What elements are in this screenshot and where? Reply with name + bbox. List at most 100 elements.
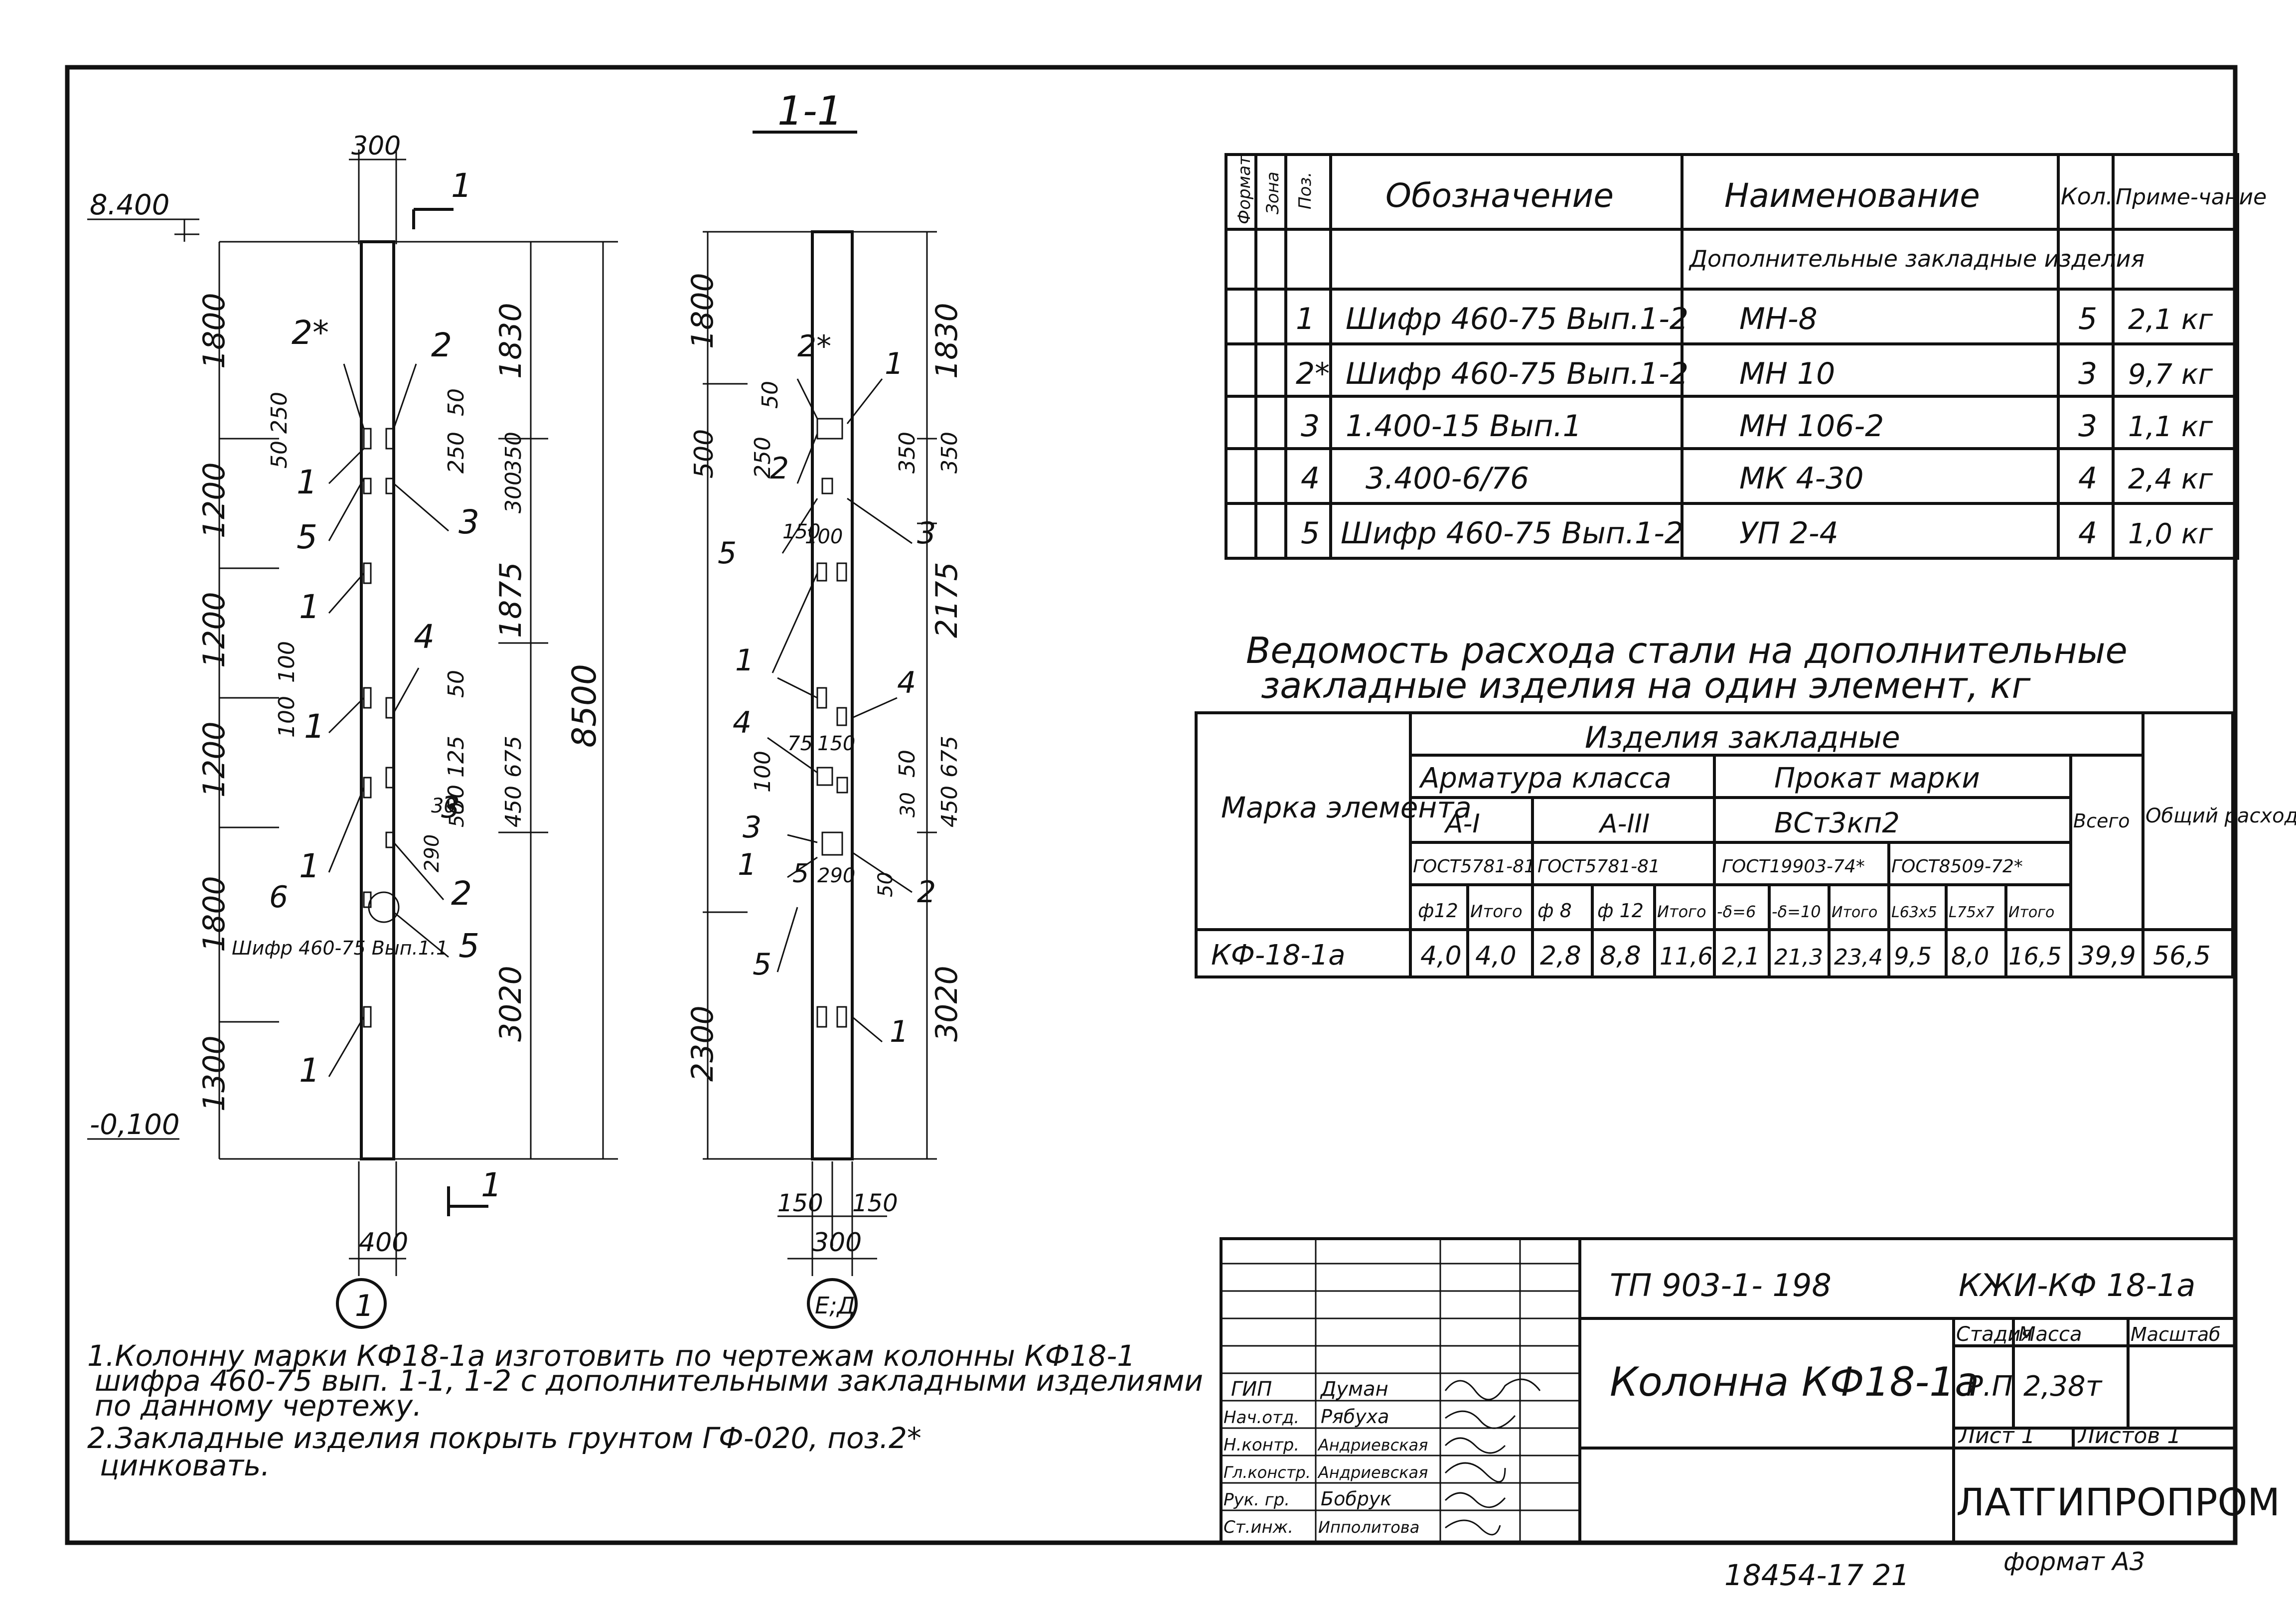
sec-callout: 3 (917, 516, 936, 551)
section-bottom-width: 300 (812, 1228, 862, 1258)
steel-common: Общий расход (2145, 805, 2296, 827)
tb-sheet: Лист 1 (1958, 1423, 2035, 1449)
bottom-dim: 150 (852, 1189, 898, 1217)
sec-small-dim: 30 (897, 792, 919, 817)
right-dim-3: 3020 (493, 966, 528, 1042)
steel-val: 23,4 (1834, 945, 1883, 970)
sec-callout: 5 (792, 859, 809, 889)
steel-gost4: ГОСТ8509-72* (1891, 856, 2023, 877)
callout: 1 (304, 707, 325, 746)
small-dim: 350 (501, 432, 526, 474)
spec-pos: 5 (1301, 516, 1320, 551)
callout: 2 (431, 326, 452, 364)
section-title: 1-1 (777, 88, 843, 134)
spec-pos: 4 (1301, 461, 1320, 496)
sec-right-dim: 350 (895, 432, 920, 474)
sec-left-dim: 1800 (685, 273, 720, 349)
small-dim: 50 (444, 388, 469, 416)
note-1-line-3: по данному чертежу. (95, 1389, 422, 1423)
footer-inv: 18454-17 21 (1724, 1558, 1909, 1592)
spec-note: 9,7 кг (2128, 358, 2213, 391)
sec-callout: 4 (733, 705, 752, 740)
sec-callout: 1 (885, 346, 904, 381)
steel-col-mark: Марка элемента (1221, 791, 1472, 824)
steel-sub: L75х7 (1949, 904, 1994, 921)
steel-val: 16,5 (2008, 943, 2062, 971)
spec-qty: 4 (2078, 516, 2097, 551)
left-dim-6: 1300 (197, 1035, 232, 1112)
callout: 3 (459, 503, 479, 541)
sec-small-dim: 290 (817, 864, 855, 887)
spec-note: 1,0 кг (2128, 518, 2213, 550)
small-dim: 100 (274, 696, 300, 738)
left-dim-1: 1800 (197, 293, 232, 369)
steel-total: Всего (2073, 810, 2130, 832)
steel-sub: Итого (1832, 904, 1877, 921)
left-dim-3: 1200 (197, 592, 232, 668)
steel-sub: -δ=10 (1772, 902, 1821, 921)
steel-val: 11,6 (1660, 943, 1713, 971)
spec-row: 5 Шифр 460-75 Вып.1-2 УП 2-4 4 1,0 кг (1301, 516, 2213, 551)
spec-name: МК 4-30 (1739, 461, 1864, 496)
sec-callout: 1 (890, 1014, 909, 1049)
sec-small-dim: 75 (787, 732, 813, 755)
small-dim: 50 (446, 802, 468, 827)
small-dim: 50 (444, 785, 469, 812)
bottom-dim: 150 (777, 1189, 823, 1217)
tb-role: Нач.отд. (1224, 1408, 1299, 1428)
spec-hdr-zone: Зона (1263, 171, 1283, 214)
steel-val: 9,5 (1894, 943, 1932, 971)
note-6: Шифр 460-75 Вып.1.1 (232, 937, 448, 959)
steel-vst: ВСт3кп2 (1774, 807, 1900, 839)
tb-name: Рябуха (1321, 1406, 1389, 1428)
callout: 5 (459, 927, 479, 965)
callout: 4 (414, 618, 435, 656)
spec-designation: Шифр 460-75 Вып.1-2 (1346, 356, 1688, 391)
sec-callout: 1 (735, 643, 754, 678)
small-dim: 125 (444, 736, 469, 778)
small-dim: 50 (267, 441, 292, 469)
spec-row: 3 1.400-15 Вып.1 МН 106-2 3 1,1 кг (1301, 409, 2213, 444)
steel-val: 21,3 (1774, 945, 1823, 970)
steel-sub: -δ=6 (1717, 902, 1756, 921)
spec-hdr-qty: Кол. (2061, 183, 2113, 210)
steel-arm-class: Арматура класса (1419, 762, 1672, 795)
small-dim: 50 (444, 670, 469, 698)
sec-callout: 2 (770, 451, 789, 486)
spec-hdr-name: Наименование (1724, 176, 1980, 215)
tb-role: ГИП (1231, 1378, 1272, 1401)
spec-pos: 1 (1296, 302, 1315, 336)
steel-table: Ведомость расхода стали на дополнительны… (1195, 630, 2296, 978)
sec-left-dim: 500 (689, 429, 719, 479)
spec-name: МН-8 (1739, 302, 1818, 336)
steel-sub: ф 12 (1597, 900, 1644, 922)
callout: 1 (299, 588, 320, 626)
tb-role: Рук. гр. (1224, 1490, 1290, 1510)
spec-name: МН 10 (1739, 356, 1835, 391)
total-height: 8500 (565, 664, 604, 748)
steel-a1: А-I (1444, 809, 1480, 839)
steel-title-1: Ведомость расхода стали на дополнительны… (1246, 630, 2128, 671)
steel-val: 8,0 (1951, 943, 1989, 971)
sec-callout: 5 (753, 947, 771, 982)
sec-right-dim: 450 (937, 786, 962, 827)
steel-sub: ф12 (1418, 900, 1458, 922)
spec-group-title: Дополнительные закладные изделия (1688, 245, 2144, 272)
tb-org: ЛАТГИПРОПРОМ (1956, 1480, 2280, 1524)
spec-designation: Шифр 460-75 Вып.1-2 (1341, 516, 1684, 551)
spec-pos: 2* (1296, 356, 1330, 391)
callout: 1 (297, 463, 317, 501)
steel-val: 4,0 (1420, 941, 1462, 971)
callout: 1 (299, 1051, 320, 1090)
steel-a3: А-III (1598, 809, 1650, 839)
spec-row: 4 3.400-6/76 МК 4-30 4 2,4 кг (1301, 461, 2213, 496)
steel-val: 8,8 (1600, 941, 1641, 971)
tb-role: Гл.констр. (1224, 1463, 1311, 1482)
small-dim: 450 (501, 786, 526, 827)
tb-stage: Р.П (1966, 1370, 2013, 1403)
spec-qty: 3 (2078, 356, 2097, 391)
signatures (1444, 1378, 1541, 1536)
small-dim: 250 (267, 392, 292, 434)
spec-hdr-format: Формат (1234, 155, 1254, 224)
top-width-dim: 300 (351, 131, 401, 161)
